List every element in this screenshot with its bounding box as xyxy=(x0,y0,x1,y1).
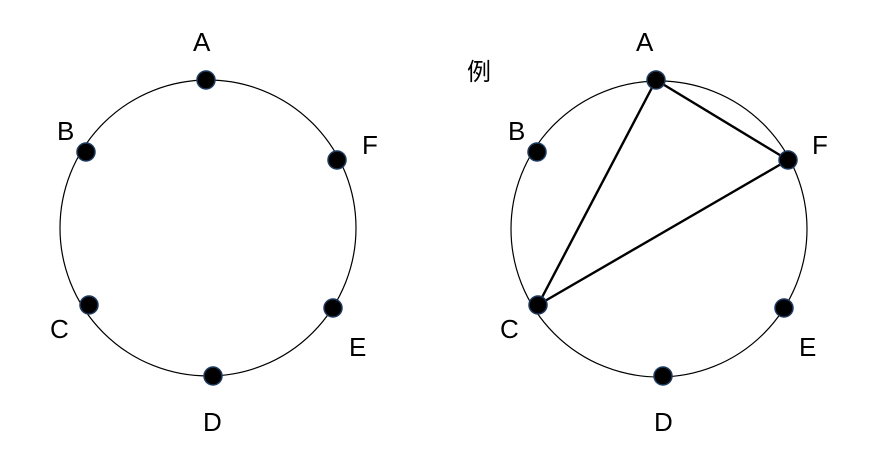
point-f-dot xyxy=(327,150,347,170)
point-f-label: F xyxy=(812,130,828,160)
chord-ac xyxy=(536,79,658,306)
point-a-label: A xyxy=(636,27,654,57)
point-e-label: E xyxy=(349,332,366,362)
point-b-dot xyxy=(527,142,547,162)
point-d-label: D xyxy=(654,407,673,437)
point-a-dot xyxy=(646,70,666,90)
chord-cf xyxy=(537,158,789,307)
point-b-dot xyxy=(76,142,96,162)
circle-outline xyxy=(59,79,357,377)
circle-diagram-right: 例 A B C D E F xyxy=(467,27,828,437)
point-e-label: E xyxy=(799,332,816,362)
point-d-label: D xyxy=(203,407,222,437)
circle-outline xyxy=(510,80,808,378)
chord-af xyxy=(655,78,789,162)
point-b-label: B xyxy=(57,116,74,146)
circle-diagram-left: A B C D E F xyxy=(50,27,378,437)
point-d-dot xyxy=(203,366,223,386)
point-e-dot xyxy=(774,298,794,318)
point-b-label: B xyxy=(508,116,525,146)
point-f-label: F xyxy=(362,130,378,160)
point-c-dot xyxy=(528,295,548,315)
point-a-dot xyxy=(196,70,216,90)
point-c-label: C xyxy=(500,314,519,344)
point-c-dot xyxy=(79,295,99,315)
point-d-dot xyxy=(653,366,673,386)
example-title: 例 xyxy=(467,58,491,86)
point-e-dot xyxy=(323,298,343,318)
point-c-label: C xyxy=(50,314,69,344)
point-f-dot xyxy=(778,150,798,170)
point-a-label: A xyxy=(193,27,211,57)
chord-group xyxy=(536,78,789,307)
